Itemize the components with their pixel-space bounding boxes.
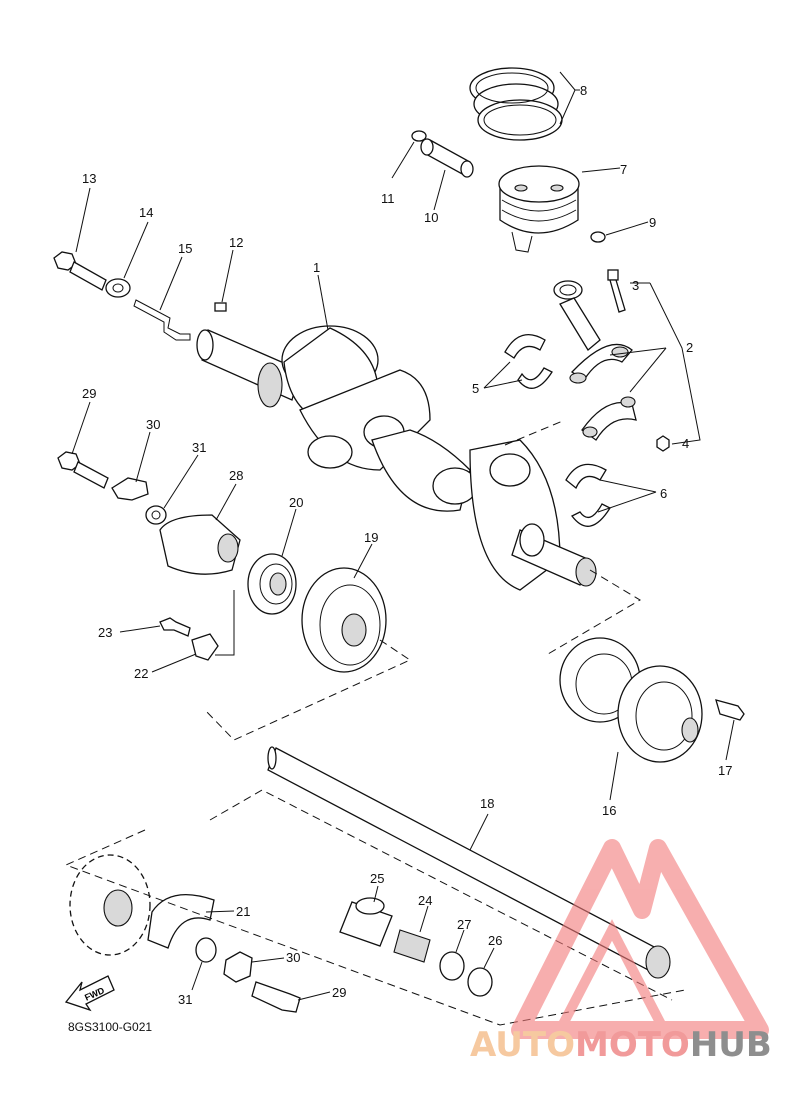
- callout-31-lower: 31: [178, 992, 192, 1007]
- watermark-hub: HUB: [690, 1025, 772, 1065]
- crankshaft: [196, 325, 597, 591]
- woodruff-key: [214, 302, 227, 312]
- callout-29-lower: 29: [332, 985, 346, 1000]
- callout-31: 31: [192, 440, 206, 455]
- leader-lines: [71, 71, 735, 1001]
- callout-30-lower: 30: [286, 950, 300, 965]
- washer-31b: [195, 937, 217, 963]
- callout-labels: 1 2 3 4 5 6 7 8 9 10 11 12 13 14 15 16 1…: [82, 83, 732, 1007]
- connecting-rod-cap: [581, 396, 637, 441]
- callout-4: 4: [682, 436, 689, 451]
- callout-5: 5: [472, 381, 479, 396]
- callout-12: 12: [229, 235, 243, 250]
- callout-7: 7: [620, 162, 627, 177]
- balancer-shaft-18: [267, 746, 671, 979]
- watermark-text: AUTOMOTOHUB: [470, 1025, 772, 1065]
- callout-3: 3: [632, 278, 639, 293]
- plate-22: [191, 633, 219, 661]
- big-end-bearing-upper: [504, 334, 553, 389]
- automotohub-watermark: AUTOMOTOHUB: [470, 839, 772, 1065]
- plate-15: [133, 299, 191, 341]
- piston: [498, 165, 580, 253]
- lock-washer-30: [111, 477, 149, 501]
- bolt-29: [57, 451, 109, 489]
- callout-23: 23: [98, 625, 112, 640]
- washer-26: [467, 967, 493, 997]
- callout-6: 6: [660, 486, 667, 501]
- callout-21: 21: [236, 904, 250, 919]
- callout-25: 25: [370, 871, 384, 886]
- diagram-code: 8GS3100-G021: [68, 1020, 152, 1034]
- lock-washer-30b: [223, 951, 253, 983]
- callout-22: 22: [134, 666, 148, 681]
- callout-26: 26: [488, 933, 502, 948]
- circlip-27: [439, 951, 465, 981]
- callout-19: 19: [364, 530, 378, 545]
- piston-pin: [420, 138, 474, 178]
- main-bearings: [565, 463, 611, 527]
- rod-nut: [656, 435, 670, 452]
- balancer-gear-19: [301, 567, 387, 673]
- callout-11: 11: [381, 191, 395, 206]
- callout-28: 28: [229, 468, 243, 483]
- connecting-rod: [553, 280, 633, 384]
- callout-20: 20: [289, 495, 303, 510]
- callout-27: 27: [457, 917, 471, 932]
- circlip-11: [411, 130, 427, 142]
- bearing-20: [247, 553, 297, 615]
- callout-30: 30: [146, 417, 160, 432]
- callout-10: 10: [424, 210, 438, 225]
- collar-21: [147, 894, 215, 949]
- watermark-triangle-logo: [511, 839, 769, 1039]
- callout-29: 29: [82, 386, 96, 401]
- callout-2: 2: [686, 340, 693, 355]
- rod-bolt: [607, 269, 626, 313]
- balancer-bearing-16: [559, 637, 703, 763]
- callout-13: 13: [82, 171, 96, 186]
- callout-17: 17: [718, 763, 732, 778]
- bolt-13: [53, 251, 107, 291]
- balancer-weight-28: [159, 514, 241, 575]
- callout-16: 16: [602, 803, 616, 818]
- callout-24: 24: [418, 893, 432, 908]
- fwd-arrow: FWD: [64, 975, 115, 1012]
- bolt-29b: [251, 981, 301, 1013]
- piston-rings: [469, 67, 563, 141]
- callout-18: 18: [480, 796, 494, 811]
- callout-9: 9: [649, 215, 656, 230]
- collar-25: [339, 897, 393, 947]
- watermark-moto: MOTO: [575, 1025, 690, 1065]
- callout-15: 15: [178, 241, 192, 256]
- needle-bearing-24: [393, 929, 431, 963]
- callout-8: 8: [580, 83, 587, 98]
- screw-23: [159, 617, 191, 637]
- callout-14: 14: [139, 205, 153, 220]
- circlip-9: [590, 231, 606, 243]
- callout-1: 1: [313, 260, 320, 275]
- bolt-17: [715, 699, 745, 721]
- washer-14: [105, 278, 131, 298]
- driven-gear: [69, 854, 151, 956]
- washer-31: [145, 505, 167, 525]
- watermark-auto: AUTO: [470, 1025, 575, 1065]
